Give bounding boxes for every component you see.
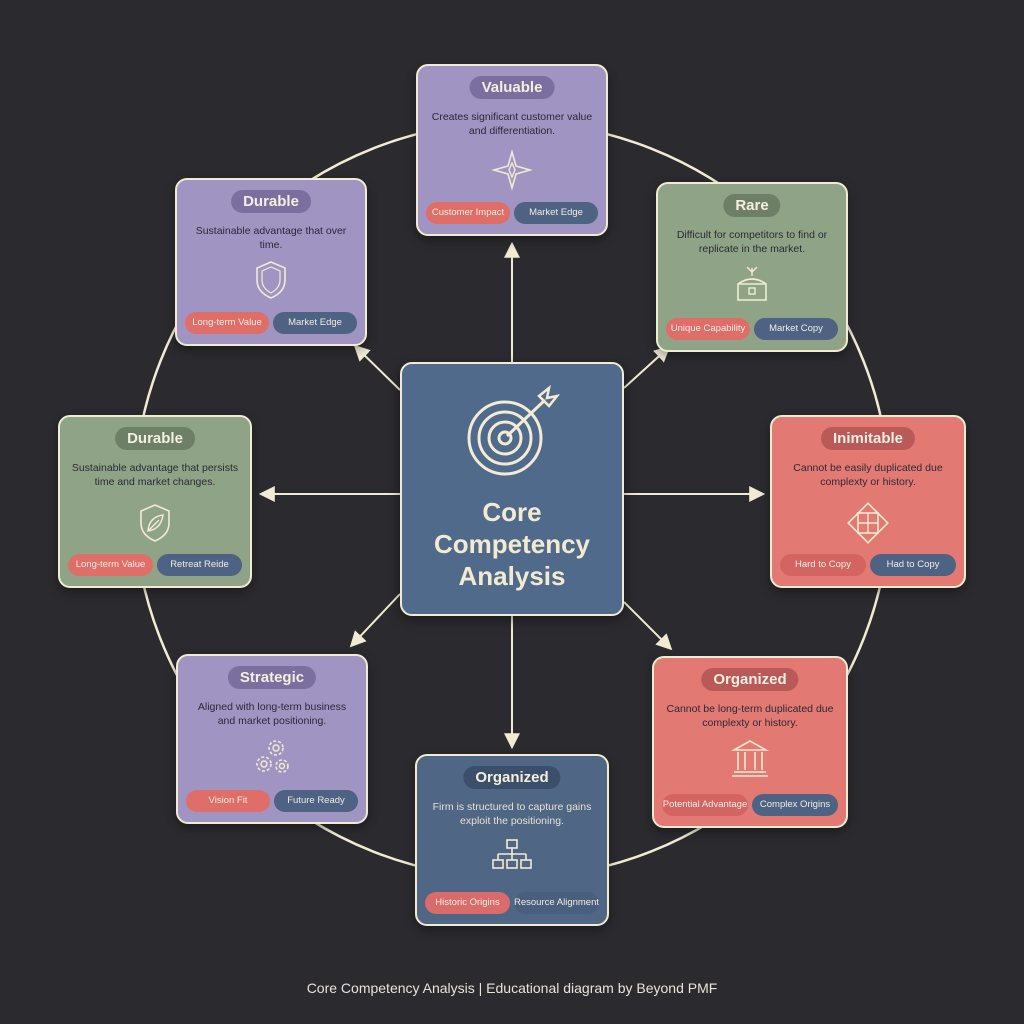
org-chart-icon <box>492 839 532 869</box>
card-description: Aligned with long-term business and mark… <box>197 701 347 727</box>
card-description: Sustainable advantage that persists time… <box>71 462 239 488</box>
card-tags: Historic Origins Resource Alignment <box>425 892 599 914</box>
shield-leaf-icon <box>140 504 170 542</box>
card-organized-right: Organized Cannot be long-term duplicated… <box>652 656 848 828</box>
card-tags: Potential Advantage Complex Origins <box>662 794 838 816</box>
card-tags: Vision Fit Future Ready <box>186 790 358 812</box>
card-tags: Long-term Value Retreat Reide <box>68 554 242 576</box>
arrow-to-durable-top <box>353 344 401 391</box>
center-title: Core Competency Analysis <box>433 497 591 591</box>
card-tags: Hard to Copy Had to Copy <box>780 554 956 576</box>
card-valuable: Valuable Creates significant customer va… <box>416 64 608 236</box>
target-arrow-icon <box>467 384 561 476</box>
card-title: Organized <box>463 766 561 789</box>
tag-right: Market Copy <box>754 318 838 340</box>
card-title: Strategic <box>227 666 317 689</box>
card-title: Valuable <box>469 76 555 99</box>
tag-left: Hard to Copy <box>780 554 866 576</box>
tag-right: Market Edge <box>514 202 598 224</box>
shield-icon <box>256 261 286 299</box>
arrow-to-rare <box>623 345 671 389</box>
card-tags: Long-term Value Market Edge <box>185 312 357 334</box>
card-organized-bottom: Organized Firm is structured to capture … <box>415 754 609 926</box>
card-durable-left: Durable Sustainable advantage that persi… <box>58 415 252 588</box>
card-title: Rare <box>723 194 781 217</box>
tag-left: Potential Advantage <box>662 794 748 816</box>
card-rare: Rare Difficult for competitors to find o… <box>656 182 848 352</box>
gears-icon <box>256 740 289 773</box>
tag-right: Had to Copy <box>870 554 956 576</box>
treasure-chest-icon <box>737 266 767 301</box>
card-description: Creates significant customer value and d… <box>431 111 593 137</box>
card-title: Organized <box>701 668 799 691</box>
card-description: Cannot be long-term duplicated due compl… <box>666 703 834 729</box>
sparkle-icon <box>491 149 533 191</box>
card-tags: Unique Capability Market Copy <box>666 318 838 340</box>
tag-right: Retreat Reide <box>157 554 242 576</box>
knot-icon <box>847 502 889 544</box>
card-description: Cannot be easily duplicated due complext… <box>793 462 943 488</box>
tag-left: Vision Fit <box>186 790 270 812</box>
center-card: Core Competency Analysis <box>400 362 624 616</box>
card-description: Sustainable advantage that over time. <box>195 225 347 251</box>
tag-left: Long-term Value <box>185 312 269 334</box>
tag-left: Long-term Value <box>68 554 153 576</box>
arrow-to-organized-right <box>623 601 673 651</box>
card-strategic: Strategic Aligned with long-term busines… <box>176 654 368 824</box>
card-tags: Customer Impact Market Edge <box>426 202 598 224</box>
arrow-to-strategic <box>349 593 401 648</box>
card-durable-top: Durable Sustainable advantage that over … <box>175 178 367 346</box>
tag-left: Customer Impact <box>426 202 510 224</box>
institution-icon <box>730 740 770 777</box>
footer-caption: Core Competency Analysis | Educational d… <box>306 980 718 996</box>
tag-right: Complex Origins <box>752 794 838 816</box>
tag-left: Unique Capability <box>666 318 750 340</box>
card-title: Durable <box>115 427 195 450</box>
card-title: Inimitable <box>820 427 916 450</box>
card-description: Firm is structured to capture gains expl… <box>432 801 592 827</box>
card-title: Durable <box>231 190 311 213</box>
tag-right: Future Ready <box>274 790 358 812</box>
tag-left: Historic Origins <box>425 892 510 914</box>
card-inimitable: Inimitable Cannot be easily duplicated d… <box>770 415 966 588</box>
tag-right: Resource Alignment <box>514 892 599 914</box>
card-description: Difficult for competitors to find or rep… <box>676 229 828 255</box>
tag-right: Market Edge <box>273 312 357 334</box>
